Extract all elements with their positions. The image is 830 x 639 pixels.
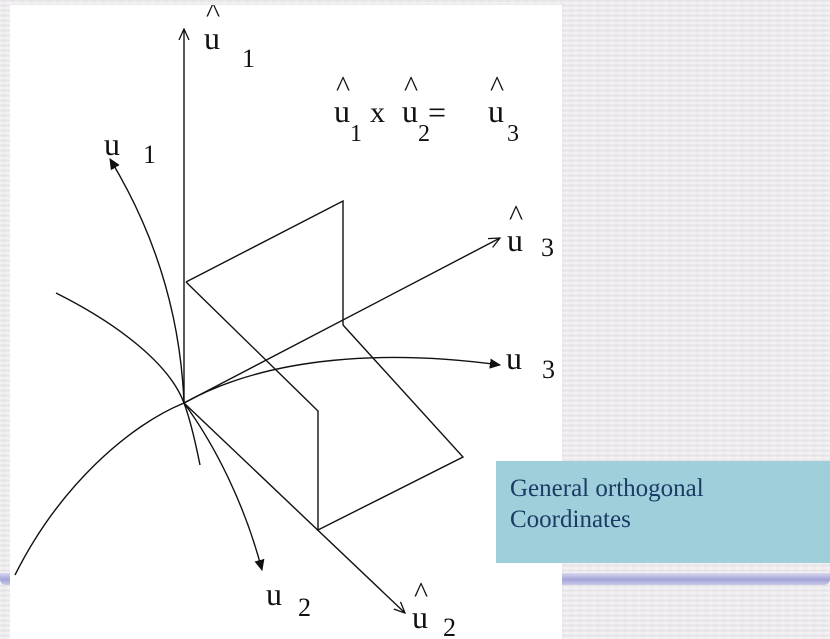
- svg-text:^: ^: [336, 70, 350, 103]
- patch-floor: [185, 281, 465, 532]
- svg-text:^: ^: [509, 199, 523, 232]
- svg-text:3: 3: [507, 121, 519, 147]
- svg-text:^: ^: [490, 70, 504, 103]
- svg-text:3: 3: [541, 233, 554, 262]
- label-u2-hat: ^ u 2: [412, 576, 456, 639]
- svg-text:x: x: [370, 96, 385, 129]
- label-u1-curve: u 1: [104, 126, 156, 169]
- svg-text:3: 3: [542, 355, 555, 384]
- orthogonal-coordinates-diagram: ^ u 1 u 1 ^ u 1 x ^ u 2 = ^ u 3 ^ u 3: [14, 5, 555, 639]
- axis-u3-hat: [183, 238, 500, 404]
- label-u3-hat: ^ u 3: [507, 199, 554, 262]
- patch-vertical-a: [185, 199, 344, 325]
- label-u3-curve: u 3: [506, 340, 555, 384]
- caption-line-1: General orthogonal: [510, 475, 704, 502]
- curve-u1: [109, 159, 185, 404]
- caption-box: General orthogonal Coordinates: [496, 461, 830, 563]
- surface-curve-lower: [14, 402, 185, 576]
- svg-text:u: u: [204, 20, 220, 56]
- svg-text:2: 2: [298, 593, 311, 622]
- surface-curve-left: [55, 292, 201, 466]
- svg-text:1: 1: [143, 140, 156, 169]
- svg-text:u: u: [506, 340, 522, 376]
- svg-text:u: u: [334, 93, 350, 129]
- axis-u2-hat: [183, 402, 405, 613]
- curve-u3: [183, 356, 500, 404]
- svg-text:^: ^: [404, 70, 418, 103]
- diagram-panel: ^ u 1 u 1 ^ u 1 x ^ u 2 = ^ u 3 ^ u 3: [10, 5, 562, 639]
- svg-text:u: u: [104, 126, 120, 162]
- svg-text:u: u: [402, 93, 418, 129]
- svg-text:=: =: [428, 94, 446, 130]
- svg-text:^: ^: [206, 5, 220, 29]
- svg-text:^: ^: [414, 576, 428, 609]
- curve-u2: [183, 402, 262, 570]
- svg-text:u: u: [507, 222, 523, 258]
- svg-text:1: 1: [350, 121, 362, 147]
- caption-line-2: Coordinates: [510, 506, 631, 533]
- label-u2-curve: u 2: [266, 576, 311, 622]
- label-u1-hat: ^ u 1: [204, 5, 255, 73]
- cross-product-equation: ^ u 1 x ^ u 2 = ^ u 3: [334, 70, 519, 147]
- svg-text:u: u: [488, 93, 504, 129]
- svg-text:1: 1: [242, 44, 255, 73]
- svg-text:u: u: [266, 576, 282, 612]
- svg-text:2: 2: [418, 121, 430, 147]
- svg-text:u: u: [412, 599, 428, 635]
- svg-text:2: 2: [443, 613, 456, 639]
